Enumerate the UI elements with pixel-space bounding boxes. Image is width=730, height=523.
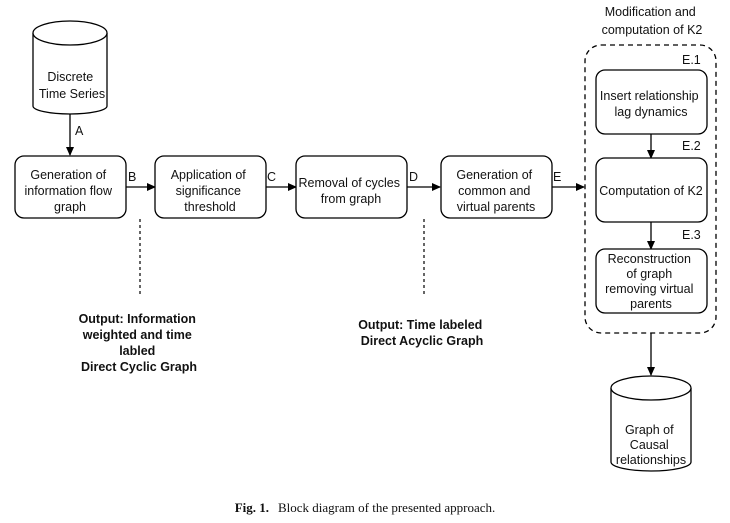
node-removal-of-cycles-label: Removal of cycles from graph xyxy=(299,176,404,206)
figure-caption-text: Block diagram of the presented approach. xyxy=(278,500,495,515)
edge-c-label: C xyxy=(267,170,276,184)
node-insert-relationship-lag: Insert relationship lag dynamics xyxy=(595,69,708,135)
output-cylinder-label: Graph of Causal relationships xyxy=(616,423,686,467)
node-information-flow-graph-label: Generation of information flow graph xyxy=(24,168,115,214)
node-reconstruction-of-graph-label: Reconstruction of graph removing virtual… xyxy=(605,252,697,311)
output-1-text: Output: Information weighted and time la… xyxy=(79,312,200,374)
node-information-flow-graph: Generation of information flow graph xyxy=(14,155,127,219)
input-cylinder: Discrete Time Series xyxy=(32,20,108,115)
node-reconstruction-of-graph: Reconstruction of graph removing virtual… xyxy=(595,248,708,314)
edge-e2-label: E.2 xyxy=(682,139,701,153)
edge-b-label: B xyxy=(128,170,136,184)
node-removal-of-cycles: Removal of cycles from graph xyxy=(295,155,408,219)
input-cylinder-label: Discrete Time Series xyxy=(39,70,105,101)
group-title-line: computation of K2 xyxy=(602,23,703,37)
output-2-text: Output: Time labeled Direct Acyclic Grap… xyxy=(358,318,486,348)
figure-caption: Fig. 1. Block diagram of the presented a… xyxy=(235,499,496,516)
node-computation-of-k2: Computation of K2 xyxy=(595,157,708,223)
node-significance-threshold: Application of significance threshold xyxy=(154,155,267,219)
edge-d-label: D xyxy=(409,170,418,184)
group-title-line: Modification and xyxy=(605,5,696,19)
group-title: Modification and computation of K2 xyxy=(602,5,703,37)
edge-e-label: E xyxy=(553,170,561,184)
node-insert-relationship-lag-label: Insert relationship lag dynamics xyxy=(600,89,702,119)
output-cylinder: Graph of Causal relationships xyxy=(610,375,692,472)
node-common-virtual-parents-label: Generation of common and virtual parents xyxy=(456,168,535,214)
node-computation-of-k2-label: Computation of K2 xyxy=(599,184,703,198)
edge-a-label: A xyxy=(75,124,84,138)
node-common-virtual-parents: Generation of common and virtual parents xyxy=(440,155,553,219)
figure-caption-label: Fig. 1. xyxy=(235,500,269,515)
node-significance-threshold-label: Application of significance threshold xyxy=(171,168,250,214)
edge-e1-label: E.1 xyxy=(682,53,701,67)
edge-e3-label: E.3 xyxy=(682,228,701,242)
